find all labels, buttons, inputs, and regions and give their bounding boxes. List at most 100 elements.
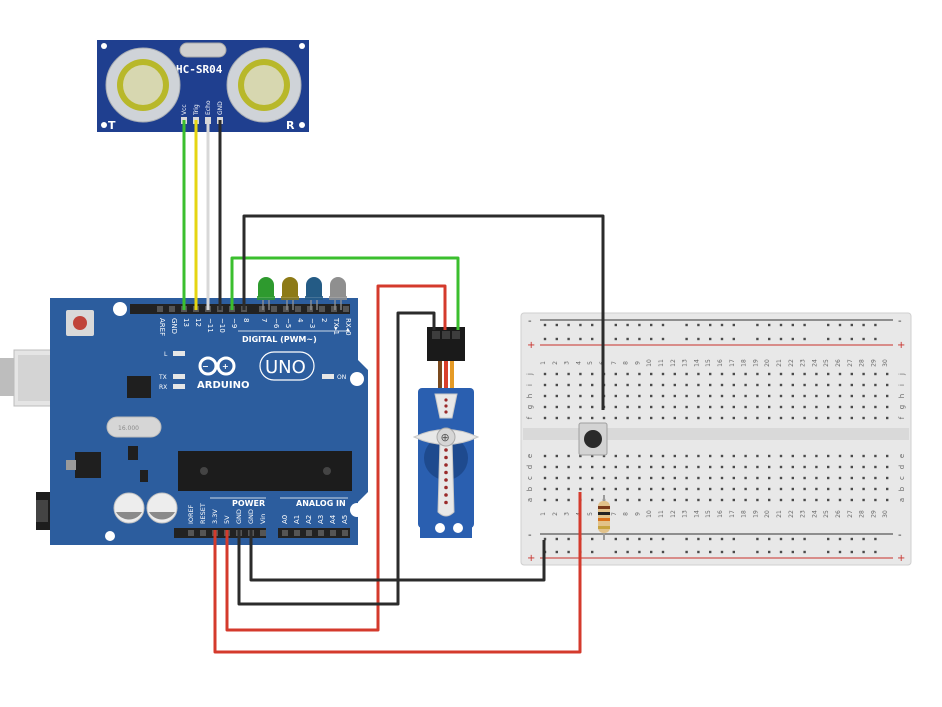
breadboard-hole[interactable] [709, 394, 712, 398]
breadboard-hole[interactable] [886, 372, 889, 376]
breadboard-hole[interactable] [779, 465, 783, 469]
breadboard-hole[interactable] [862, 416, 865, 420]
breadboard-hole[interactable] [874, 476, 877, 480]
breadboard-hole[interactable] [638, 454, 641, 458]
breadboard-hole[interactable] [732, 487, 735, 491]
rail-hole[interactable] [567, 537, 570, 541]
header-pin[interactable] [188, 530, 194, 536]
rail-hole[interactable] [874, 323, 877, 327]
rail-hole[interactable] [614, 537, 617, 541]
breadboard-hole[interactable] [685, 416, 688, 420]
rail-hole[interactable] [543, 337, 547, 341]
breadboard-hole[interactable] [803, 476, 806, 480]
breadboard-hole[interactable] [732, 372, 735, 376]
breadboard-hole[interactable] [602, 454, 606, 458]
breadboard-hole[interactable] [650, 454, 653, 458]
breadboard-hole[interactable] [567, 487, 570, 491]
breadboard-hole[interactable] [614, 476, 617, 480]
breadboard-hole[interactable] [850, 394, 853, 398]
header-pin[interactable] [306, 530, 312, 536]
rail-hole[interactable] [874, 550, 877, 554]
breadboard-hole[interactable] [661, 383, 665, 387]
breadboard-hole[interactable] [685, 372, 688, 376]
breadboard-hole[interactable] [827, 498, 830, 502]
rail-hole[interactable] [591, 323, 594, 327]
breadboard-hole[interactable] [661, 476, 665, 480]
breadboard-hole[interactable] [791, 383, 794, 387]
breadboard-hole[interactable] [768, 372, 771, 376]
rail-hole[interactable] [803, 323, 806, 327]
header-pin[interactable] [294, 530, 300, 536]
breadboard-hole[interactable] [803, 394, 806, 398]
rail-hole[interactable] [555, 337, 558, 341]
rail-hole[interactable] [638, 550, 641, 554]
breadboard-hole[interactable] [626, 487, 629, 491]
breadboard-hole[interactable] [886, 405, 889, 409]
breadboard-hole[interactable] [626, 498, 629, 502]
breadboard-hole[interactable] [815, 405, 818, 409]
rail-hole[interactable] [720, 550, 724, 554]
rail-hole[interactable] [626, 550, 629, 554]
rail-hole[interactable] [614, 337, 617, 341]
rail-hole[interactable] [756, 537, 759, 541]
rail-hole[interactable] [685, 550, 688, 554]
breadboard-hole[interactable] [709, 487, 712, 491]
breadboard-hole[interactable] [567, 476, 570, 480]
breadboard-hole[interactable] [685, 394, 688, 398]
breadboard-hole[interactable] [673, 394, 676, 398]
breadboard-hole[interactable] [862, 394, 865, 398]
breadboard-hole[interactable] [579, 405, 582, 409]
rail-hole[interactable] [591, 337, 594, 341]
header-pin[interactable] [157, 306, 163, 312]
breadboard-hole[interactable] [567, 498, 570, 502]
breadboard-hole[interactable] [756, 405, 759, 409]
breadboard-hole[interactable] [567, 394, 570, 398]
breadboard-hole[interactable] [720, 476, 724, 480]
breadboard-hole[interactable] [768, 454, 771, 458]
breadboard-hole[interactable] [673, 498, 676, 502]
rail-hole[interactable] [850, 337, 853, 341]
breadboard-hole[interactable] [638, 498, 641, 502]
breadboard-hole[interactable] [768, 405, 771, 409]
breadboard-hole[interactable] [768, 416, 771, 420]
breadboard-hole[interactable] [591, 465, 594, 469]
breadboard-hole[interactable] [791, 454, 794, 458]
breadboard-hole[interactable] [661, 498, 665, 502]
rail-hole[interactable] [803, 550, 806, 554]
breadboard-hole[interactable] [697, 394, 700, 398]
breadboard-hole[interactable] [697, 476, 700, 480]
breadboard-hole[interactable] [543, 498, 547, 502]
breadboard-hole[interactable] [732, 383, 735, 387]
breadboard-hole[interactable] [638, 416, 641, 420]
breadboard-hole[interactable] [732, 465, 735, 469]
rail-hole[interactable] [543, 323, 547, 327]
rail-hole[interactable] [697, 550, 700, 554]
breadboard-hole[interactable] [591, 383, 594, 387]
breadboard-hole[interactable] [602, 465, 606, 469]
breadboard-hole[interactable] [579, 383, 582, 387]
rail-hole[interactable] [650, 337, 653, 341]
breadboard-hole[interactable] [555, 372, 558, 376]
rail-hole[interactable] [720, 337, 724, 341]
breadboard-hole[interactable] [744, 465, 747, 469]
breadboard-hole[interactable] [638, 405, 641, 409]
rail-hole[interactable] [732, 323, 735, 327]
header-pin[interactable] [200, 530, 206, 536]
breadboard-hole[interactable] [874, 394, 877, 398]
header-pin[interactable] [271, 306, 277, 312]
breadboard-hole[interactable] [661, 405, 665, 409]
breadboard-hole[interactable] [555, 498, 558, 502]
rail-hole[interactable] [555, 550, 558, 554]
breadboard-hole[interactable] [886, 498, 889, 502]
header-pin[interactable] [330, 530, 336, 536]
breadboard-hole[interactable] [744, 476, 747, 480]
breadboard-hole[interactable] [838, 487, 842, 491]
header-pin[interactable] [260, 530, 266, 536]
rail-hole[interactable] [626, 337, 629, 341]
breadboard-hole[interactable] [638, 394, 641, 398]
rail-hole[interactable] [803, 337, 806, 341]
breadboard-hole[interactable] [543, 416, 547, 420]
rail-hole[interactable] [685, 323, 688, 327]
breadboard-hole[interactable] [732, 454, 735, 458]
rail-hole[interactable] [850, 550, 853, 554]
